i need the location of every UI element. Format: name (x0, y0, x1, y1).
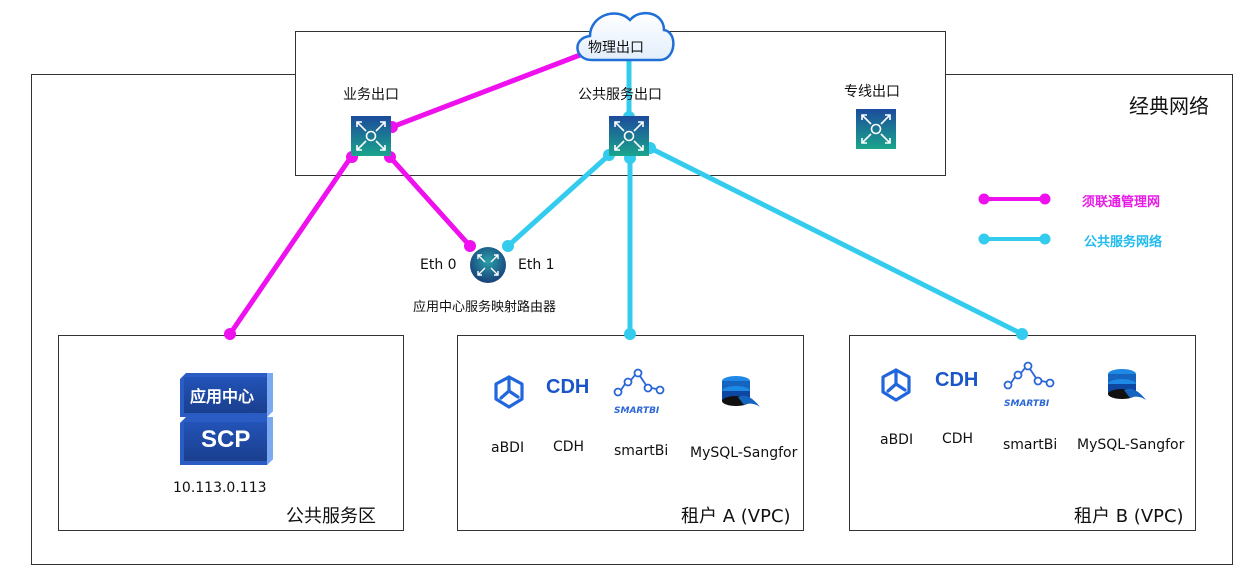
legend-management-label: 须联通管理网 (1082, 195, 1161, 210)
router-label: 应用中心服务映射路由器 (413, 300, 557, 315)
tenant-a-app-label-smartbi: smartBi (614, 443, 669, 459)
tenant-b-title: 租户 B (VPC) (1074, 506, 1184, 527)
business-exit-label: 业务出口 (343, 87, 399, 103)
scp-app-center-icon (180, 373, 273, 465)
tenant-b-smartbi-icon (1003, 361, 1055, 390)
tenant-b-app-label-cdh: CDH (942, 431, 974, 447)
scp-badge-top-text: 应用中心 (190, 387, 255, 406)
tenant-a-abdi-icon (494, 375, 524, 409)
router-eth0-label: Eth 0 (420, 257, 457, 273)
public-service-zone-title: 公共服务区 (286, 506, 376, 527)
tenant-a-mysql-icon (722, 376, 760, 407)
legend-public-label: 公共服务网络 (1084, 235, 1163, 250)
cloud-label: 物理出口 (588, 40, 644, 56)
tenant-b-app-label-smartbi: smartBi (1003, 437, 1058, 453)
dot-scp-top (224, 328, 236, 340)
tenant-a-app-label-cdh: CDH (553, 439, 585, 455)
dot-tenant-a-top (624, 328, 636, 340)
dedicated-line-exit-switch-icon (856, 109, 896, 149)
tenant-a-app-label-mysql: MySQL-Sangfor (690, 445, 798, 461)
tenant-a-title: 租户 A (VPC) (681, 506, 791, 527)
line-cloud-to-business-exit (389, 52, 583, 130)
public-service-exit-switch-icon (609, 116, 649, 156)
tenant-b-app-label-abdi: aBDI (880, 432, 914, 448)
dot-eth1 (502, 240, 514, 252)
line-public-exit-to-tenant-b (647, 145, 1025, 337)
line-business-exit-to-scp (227, 154, 354, 337)
tenant-b-abdi-icon (881, 368, 911, 402)
scp-badge-bottom-text: SCP (201, 426, 251, 453)
router-eth1-label: Eth 1 (518, 257, 555, 273)
tenant-b-mysql-icon (1108, 369, 1146, 400)
tenant-b-smartbi-text: SMARTBI (1004, 399, 1050, 409)
line-public-exit-to-eth1 (505, 152, 612, 249)
dedicated-line-exit-label: 专线出口 (844, 84, 900, 100)
business-exit-switch-icon (351, 116, 391, 156)
dot-eth0 (464, 240, 476, 252)
tenant-b-cdh-icon: CDH (935, 369, 979, 391)
scp-ip-label: 10.113.0.113 (173, 480, 267, 496)
tenant-a-smartbi-text: SMARTBI (614, 406, 660, 416)
dot-tenant-b-top (1016, 328, 1028, 340)
tenant-b-app-label-mysql: MySQL-Sangfor (1077, 437, 1185, 453)
tenant-a-smartbi-icon (613, 368, 665, 397)
router-icon (470, 247, 506, 283)
public-service-exit-label: 公共服务出口 (578, 87, 662, 103)
tenant-a-app-label-abdi: aBDI (491, 440, 525, 456)
classic-network-title: 经典网络 (1129, 94, 1209, 118)
line-business-exit-to-eth0 (387, 154, 473, 249)
tenant-a-cdh-icon: CDH (546, 376, 590, 398)
